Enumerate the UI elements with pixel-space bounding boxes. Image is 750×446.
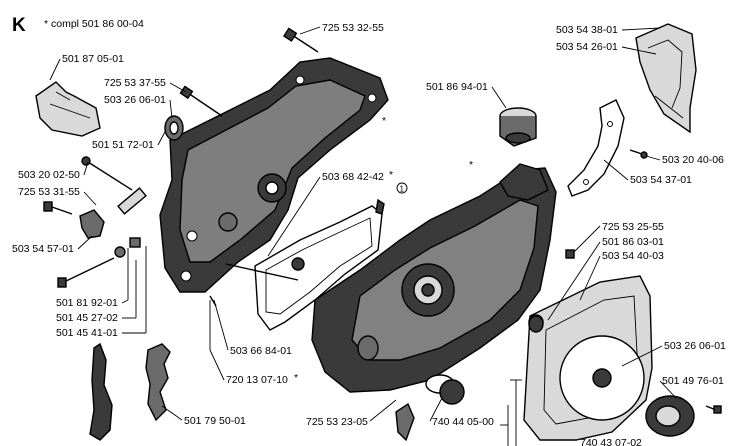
callout-label: 725 53 25-55 xyxy=(602,221,664,233)
right-crankcase-half xyxy=(311,163,557,393)
callout-label: 503 54 40-03 xyxy=(602,250,664,262)
guide-plate xyxy=(35,81,101,137)
section-letter: K xyxy=(12,15,26,36)
screw-725-53-25-55 xyxy=(565,249,575,259)
callout-label: 503 54 37-01 xyxy=(630,174,692,186)
top-shroud xyxy=(635,23,697,134)
callout-label: 503 68 42-42 xyxy=(322,171,384,183)
washer-503-26-06-01-right xyxy=(528,315,544,333)
bearing-housing-501-86-94-01 xyxy=(499,107,537,147)
asterisk-marker: * xyxy=(469,159,473,171)
side-guard xyxy=(567,99,625,197)
callout-label: 503 20 40-06 xyxy=(662,154,724,166)
callout-label: 503 66 84-01 xyxy=(230,345,292,357)
callout-label: 501 87 05-01 xyxy=(62,53,124,65)
callout-label: 503 26 06-01 xyxy=(664,340,726,352)
leader-lines xyxy=(49,26,677,446)
callout-label: 501 81 92-01 xyxy=(56,297,118,309)
callout-label: 503 54 57-01 xyxy=(12,243,74,255)
callout-label: 503 26 06-01 xyxy=(104,94,166,106)
callout-label: 725 53 32-55 xyxy=(322,22,384,34)
callout-label: 725 53 23-05 xyxy=(306,416,368,428)
callout-label: 503 54 38-01 xyxy=(556,24,618,36)
small-screw-503-20-40-06 xyxy=(629,149,648,159)
svg-text:1: 1 xyxy=(400,185,405,194)
chain-catcher xyxy=(89,342,113,441)
callout-label: 740 43 07-02 xyxy=(580,437,642,446)
switch-740-44-05-00 xyxy=(395,374,465,442)
callout-label: 501 86 94-01 xyxy=(426,81,488,93)
asterisk-marker: * xyxy=(389,169,393,181)
pawl-assembly xyxy=(645,395,722,437)
callout-label: 501 51 72-01 xyxy=(92,139,154,151)
seal-ring xyxy=(164,115,184,141)
callout-label: 725 53 37-55 xyxy=(104,77,166,89)
callout-label: 501 45 41-01 xyxy=(56,327,118,339)
callout-label: 503 54 26-01 xyxy=(556,41,618,53)
top-bolt xyxy=(282,27,319,53)
callout-label: 740 44 05-00 xyxy=(432,416,494,428)
crankcase-gasket xyxy=(254,198,385,331)
bracket-501-79-50-01 xyxy=(145,343,171,422)
long-screw-upper xyxy=(179,85,223,117)
circled-one-marker: 1 xyxy=(396,182,408,194)
tensioner-parts xyxy=(43,156,147,288)
callout-label: 501 79 50-01 xyxy=(184,415,246,427)
left-crankcase-half xyxy=(159,57,389,293)
starter-plate xyxy=(523,275,653,441)
callout-label: 501 45 27-02 xyxy=(56,312,118,324)
asterisk-marker: * xyxy=(382,115,386,127)
asterisk-marker: * xyxy=(294,372,298,384)
callout-label: 720 13 07-10 xyxy=(226,374,288,386)
callout-label: 501 49 76-01 xyxy=(662,375,724,387)
compl-note: * compl 501 86 00-04 xyxy=(44,18,144,30)
callout-label: 503 20 02-50 xyxy=(18,169,80,181)
callout-label: 725 53 31-55 xyxy=(18,186,80,198)
callout-label: 501 86 03-01 xyxy=(602,236,664,248)
